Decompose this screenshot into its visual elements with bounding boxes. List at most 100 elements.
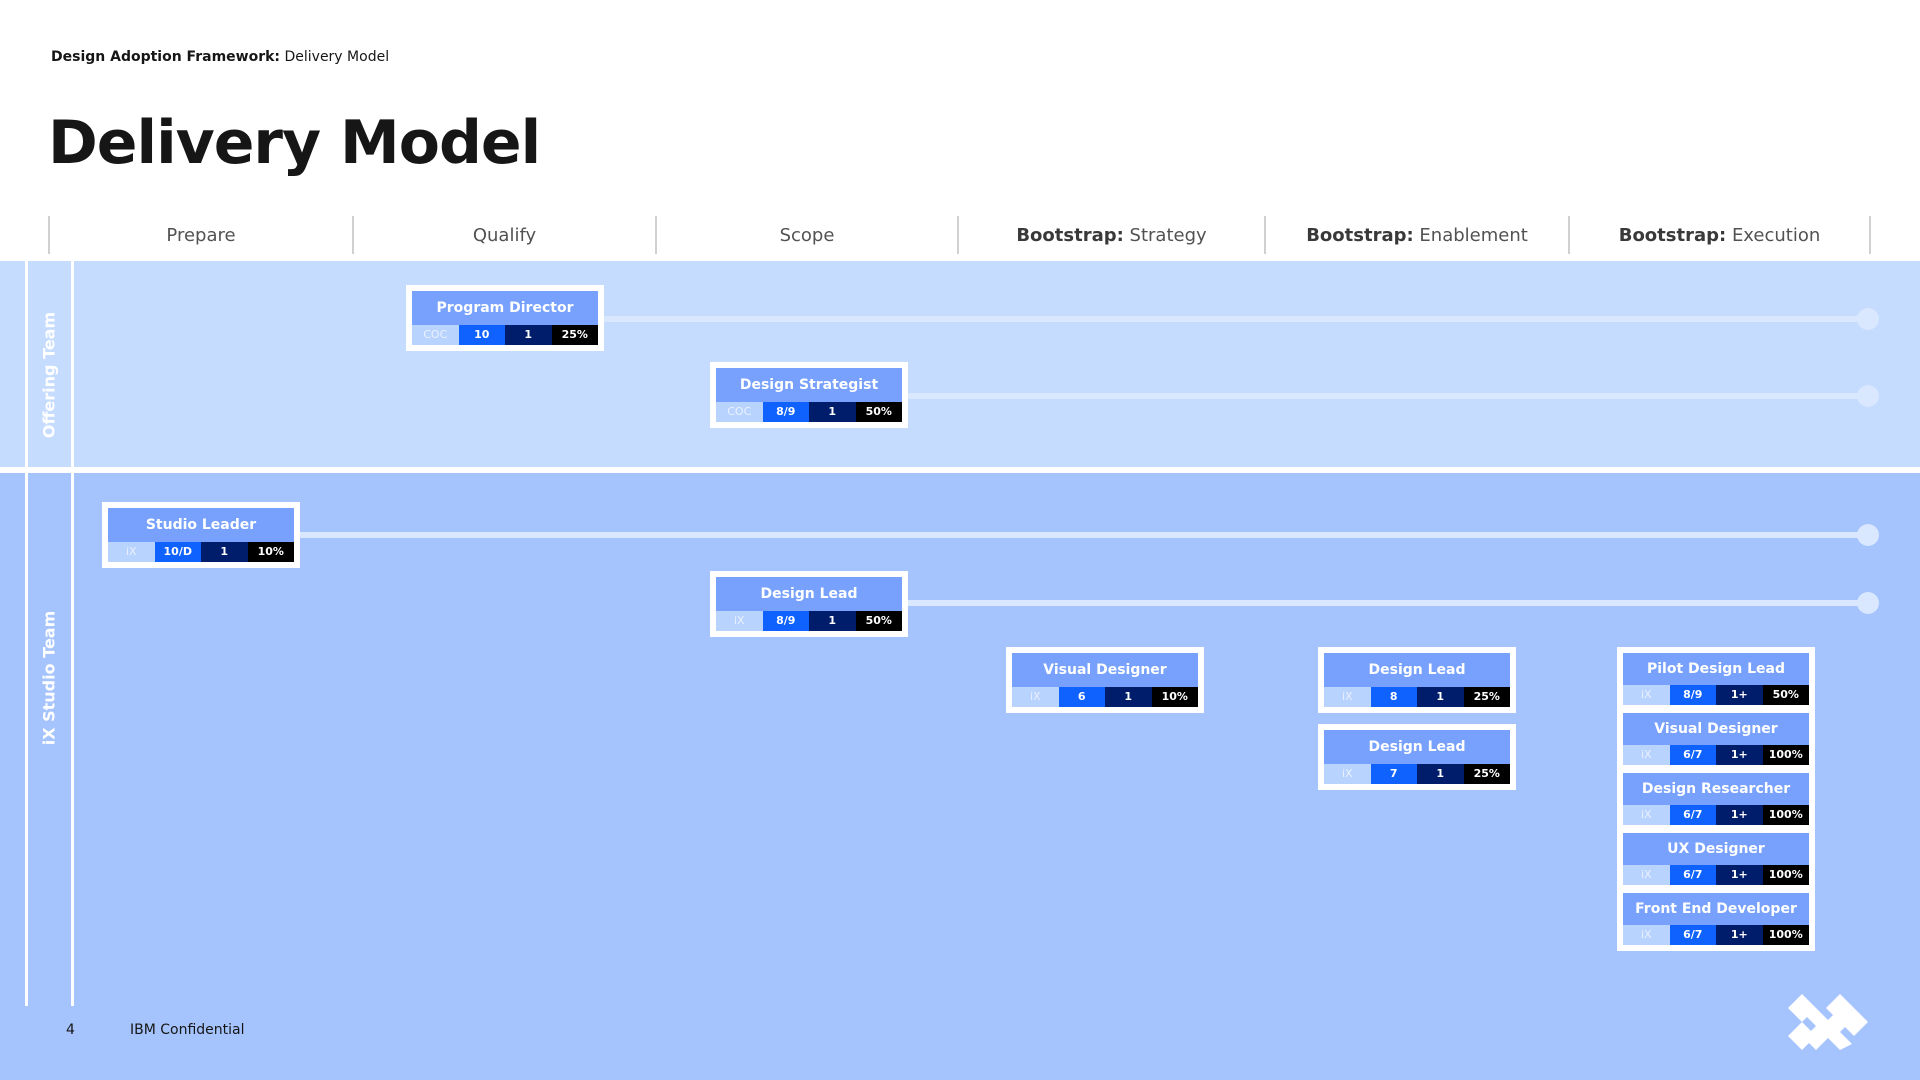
phase-label: Strategy (1129, 225, 1207, 246)
role-allocation: 100% (1762, 805, 1809, 825)
role-count: 1 (809, 402, 856, 422)
page-number: 4 (66, 1022, 75, 1038)
phase-prefix: Bootstrap: (1016, 225, 1124, 246)
role-band: 7 (1370, 764, 1417, 784)
timeline-program-director (600, 316, 1868, 322)
timeline-studio-leader (296, 532, 1868, 538)
role-allocation: 25% (551, 325, 598, 345)
role-band: 8/9 (762, 611, 809, 631)
role-title: Design Researcher (1623, 773, 1809, 805)
phase-label: Enablement (1419, 225, 1528, 246)
role-count: 1 (1417, 687, 1464, 707)
phase-prefix: Bootstrap: (1306, 225, 1414, 246)
role-card-design-lead-scope: Design Lead iX 8/9 1 50% (710, 571, 908, 637)
role-metrics: iX 6 1 10% (1012, 687, 1198, 707)
role-band: 8/9 (762, 402, 809, 422)
phase-divider (957, 216, 959, 254)
page-title: Delivery Model (48, 108, 541, 178)
role-allocation: 10% (247, 542, 294, 562)
role-front-end-developer: Front End Developer iX 6/7 1+ 100% (1623, 893, 1809, 945)
phase-divider (1869, 216, 1871, 254)
band-rule (71, 473, 74, 1006)
role-visual-designer: Visual Designer iX 6/7 1+ 100% (1623, 713, 1809, 765)
role-title: Visual Designer (1623, 713, 1809, 745)
role-title: Design Lead (1324, 730, 1510, 764)
band-rule (25, 261, 28, 467)
role-band: 6 (1058, 687, 1105, 707)
role-metrics: iX 10/D 1 10% (108, 542, 294, 562)
breadcrumb-current: Delivery Model (284, 49, 390, 65)
role-allocation: 50% (855, 402, 902, 422)
timeline-design-lead (904, 600, 1868, 606)
role-org: iX (1623, 805, 1670, 825)
phase-prefix: Bootstrap: (1618, 225, 1727, 246)
role-allocation: 25% (1463, 764, 1510, 784)
phase-divider (1568, 216, 1570, 254)
role-card-visual-designer-strategy: Visual Designer iX 6 1 10% (1006, 647, 1204, 713)
role-metrics: iX 6/7 1+ 100% (1623, 805, 1809, 825)
role-card-design-strategist: Design Strategist COC 8/9 1 50% (710, 362, 908, 428)
role-allocation: 10% (1151, 687, 1198, 707)
phase-label: Scope (779, 225, 835, 246)
timeline-design-strategist (904, 393, 1868, 399)
role-count: 1+ (1716, 685, 1763, 705)
phase-bootstrap-enablement: Bootstrap: Enablement (1266, 222, 1568, 250)
phase-label: Prepare (166, 225, 236, 246)
role-band: 6/7 (1669, 925, 1716, 945)
timeline-end-marker (1857, 524, 1879, 546)
offering-team-label: Offering Team (39, 311, 59, 439)
role-org: iX (1324, 764, 1371, 784)
role-ux-designer: UX Designer iX 6/7 1+ 100% (1623, 833, 1809, 885)
role-org: iX (1324, 687, 1371, 707)
role-title: Visual Designer (1012, 653, 1198, 687)
role-metrics: COC 10 1 25% (412, 325, 598, 345)
role-title: Design Lead (1324, 653, 1510, 687)
role-org: iX (1623, 745, 1670, 765)
role-count: 1+ (1716, 805, 1763, 825)
role-allocation: 100% (1762, 925, 1809, 945)
role-title: Pilot Design Lead (1623, 653, 1809, 685)
role-band: 6/7 (1669, 745, 1716, 765)
role-title: Program Director (412, 291, 598, 325)
role-card-studio-leader: Studio Leader iX 10/D 1 10% (102, 502, 300, 568)
role-count: 1+ (1716, 865, 1763, 885)
role-allocation: 50% (855, 611, 902, 631)
role-count: 1 (201, 542, 248, 562)
role-card-design-lead-enablement-2: Design Lead iX 7 1 25% (1318, 724, 1516, 790)
role-band: 8/9 (1669, 685, 1716, 705)
breadcrumb-framework: Design Adoption Framework: (51, 49, 281, 65)
role-metrics: iX 6/7 1+ 100% (1623, 925, 1809, 945)
timeline-end-marker (1857, 592, 1879, 614)
phase-divider (352, 216, 354, 254)
role-count: 1+ (1716, 745, 1763, 765)
role-org: iX (1623, 865, 1670, 885)
role-count: 1 (809, 611, 856, 631)
role-org: iX (716, 611, 763, 631)
timeline-end-marker (1857, 308, 1879, 330)
role-pilot-design-lead: Pilot Design Lead iX 8/9 1+ 50% (1623, 653, 1809, 705)
role-title: Design Strategist (716, 368, 902, 402)
studio-team-band (0, 473, 1920, 1080)
role-allocation: 100% (1762, 745, 1809, 765)
phase-scope: Scope (657, 222, 957, 250)
role-metrics: iX 6/7 1+ 100% (1623, 865, 1809, 885)
role-stack-execution: Pilot Design Lead iX 8/9 1+ 50% Visual D… (1617, 647, 1815, 951)
role-count: 1+ (1716, 925, 1763, 945)
role-allocation: 25% (1463, 687, 1510, 707)
role-title: UX Designer (1623, 833, 1809, 865)
phase-divider (1264, 216, 1266, 254)
offering-team-band (0, 261, 1920, 467)
role-band: 10/D (154, 542, 201, 562)
breadcrumb: Design Adoption Framework: Delivery Mode… (51, 49, 389, 65)
phase-prepare: Prepare (50, 222, 352, 250)
role-org: iX (108, 542, 155, 562)
studio-team-label: iX Studio Team (39, 610, 59, 746)
role-metrics: iX 8 1 25% (1324, 687, 1510, 707)
ix-logo-icon (1788, 994, 1868, 1050)
role-band: 10 (458, 325, 505, 345)
role-count: 1 (1417, 764, 1464, 784)
role-band: 6/7 (1669, 865, 1716, 885)
role-card-program-director: Program Director COC 10 1 25% (406, 285, 604, 351)
role-org: COC (412, 325, 459, 345)
role-count: 1 (1105, 687, 1152, 707)
